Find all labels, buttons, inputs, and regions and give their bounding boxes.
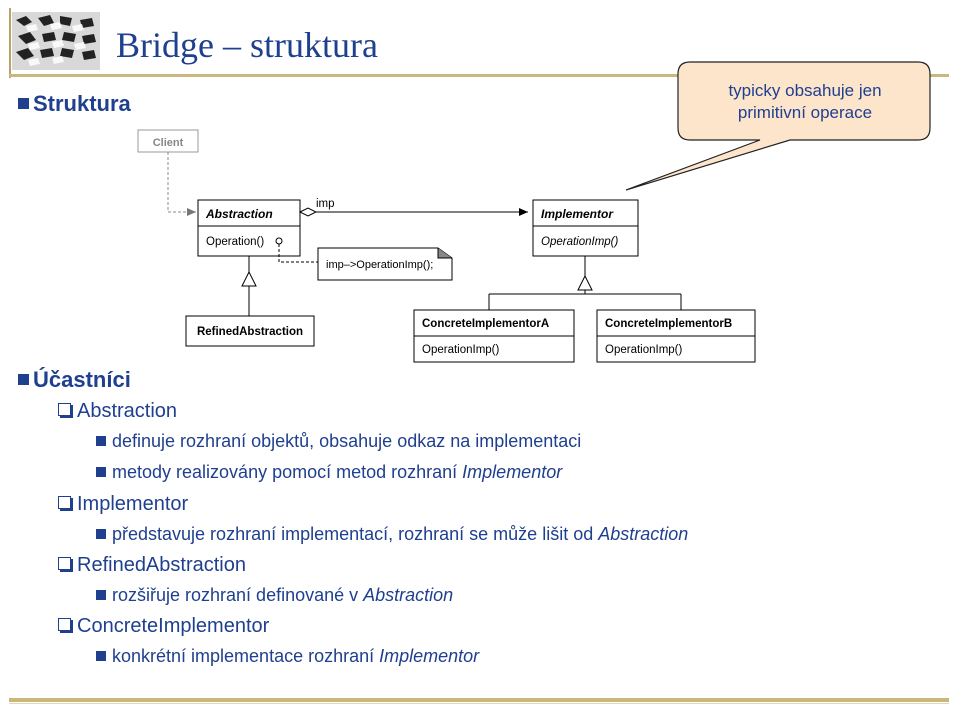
uml-client-dependency [167,152,196,216]
uml-refined-name: RefinedAbstraction [197,326,303,338]
section-heading-participants: Účastníci [18,367,131,393]
section-heading-structure-label: Struktura [33,91,131,116]
checkbox-bullet-icon [58,496,71,509]
uml-implementor-op: OperationImp() [541,236,619,248]
section-heading-structure: Struktura [18,91,131,117]
section-heading-participants-label: Účastníci [33,367,131,392]
participant-refined-desc-1: rozšiřuje rozhraní definované v Abstract… [96,584,453,606]
header-vertical-rule [9,8,11,78]
uml-client-label: Client [153,137,184,149]
uml-refined-box: RefinedAbstraction [185,315,315,347]
callout-line-2: primitivní operace [737,103,873,122]
checkbox-bullet-icon [58,557,71,570]
uml-inheritance-triangle-icon [577,274,593,291]
square-bullet-icon [96,529,106,539]
uml-aggregation-diamond-icon [298,207,318,217]
desc-text: konkrétní implementace rozhraní [112,646,380,666]
desc-emphasis: Abstraction [363,585,454,605]
square-bullet-icon [96,590,106,600]
callout-text: typicky obsahuje jen primitivní operace [680,80,930,124]
uml-concrete-a-box: ConcreteImplementorA OperationImp() [413,309,575,363]
participant-concrete-label: ConcreteImplementor [77,615,270,637]
participant-abstraction: Abstraction [58,399,177,423]
square-bullet-icon [96,467,106,477]
square-bullet-icon [18,98,29,109]
participant-abstraction-desc-2: metody realizovány pomocí metod rozhraní… [96,461,562,483]
footer-rule-thin [9,703,949,704]
square-bullet-icon [18,374,29,385]
uml-concrete-b-box: ConcreteImplementorB OperationImp() [596,309,756,363]
square-bullet-icon [96,436,106,446]
participant-concrete-desc-1: konkrétní implementace rozhraní Implemen… [96,645,479,667]
uml-abstraction-op: Operation() [206,236,264,248]
desc-emphasis: Abstraction [598,524,689,544]
footer-rule [9,698,949,702]
uml-note-connector [278,244,318,263]
uml-inheritance-triangle-icon [241,270,257,287]
participant-abstraction-desc-1: definuje rozhraní objektů, obsahuje odka… [96,430,581,452]
uml-client-box: Client [137,129,199,153]
checkbox-bullet-icon [58,618,71,631]
square-bullet-icon [96,651,106,661]
desc-text: představuje rozhraní implementací, rozhr… [112,524,599,544]
uml-implementor-box: Implementor OperationImp() [532,199,639,257]
slide-title: Bridge – struktura [116,25,378,65]
participant-concrete: ConcreteImplementor [58,614,269,638]
desc-emphasis: Implementor [379,646,480,666]
participant-abstraction-label: Abstraction [77,400,178,422]
uml-imp-label: imp [316,198,335,210]
uml-concrete-b-name: ConcreteImplementorB [605,318,732,330]
uml-implementor-name: Implementor [541,207,614,221]
desc-text: definuje rozhraní objektů, obsahuje odka… [112,431,582,451]
uml-concrete-a-name: ConcreteImplementorA [422,318,549,330]
participant-implementor: Implementor [58,492,188,516]
participant-refined-label: RefinedAbstraction [77,554,246,576]
uml-concrete-b-op: OperationImp() [605,344,683,356]
uml-note-box: imp–>OperationImp(); [317,247,453,281]
participant-implementor-desc-1: představuje rozhraní implementací, rozhr… [96,523,688,545]
uml-note-text: imp–>OperationImp(); [326,259,433,271]
participant-implementor-label: Implementor [77,493,189,515]
desc-text: rozšiřuje rozhraní definované v [112,585,364,605]
escher-pattern-logo [12,12,100,70]
participant-refined: RefinedAbstraction [58,553,246,577]
desc-emphasis: Implementor [462,462,563,482]
checkbox-bullet-icon [58,403,71,416]
header-horizontal-rule [9,74,949,77]
uml-abstraction-box: Abstraction Operation() [197,199,301,257]
uml-abstraction-name: Abstraction [205,207,273,221]
desc-text: metody realizovány pomocí metod rozhraní [112,462,463,482]
uml-concrete-a-op: OperationImp() [422,344,500,356]
callout-line-1: typicky obsahuje jen [728,81,882,100]
